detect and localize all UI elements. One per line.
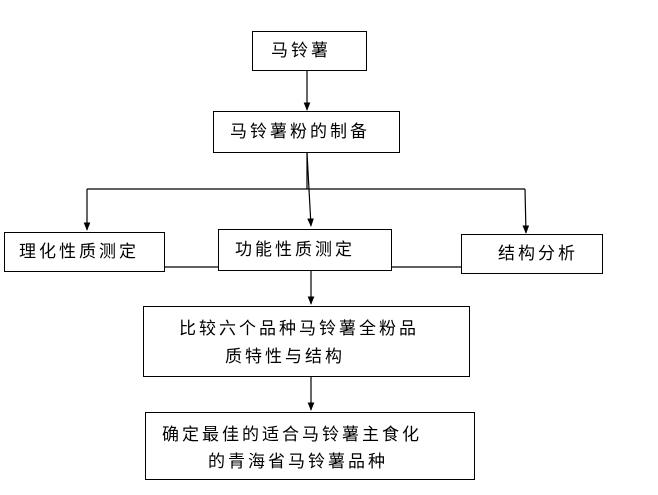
node-physicochemical: 理化性质测定 — [4, 232, 165, 272]
node-compare-line1: 比较六个品种马铃薯全粉品 — [179, 319, 419, 339]
node-structure-label: 结构分析 — [498, 244, 578, 264]
node-functional-label: 功能性质测定 — [235, 240, 355, 260]
node-compare: 比较六个品种马铃薯全粉品 质特性与结构 — [143, 306, 470, 377]
node-flour-preparation-label: 马铃薯粉的制备 — [230, 122, 370, 142]
arrow-to-structure — [522, 188, 530, 234]
node-result-line1: 确定最佳的适合马铃薯主食化 — [162, 425, 422, 445]
node-result-line2: 的青海省马铃薯品种 — [208, 452, 388, 472]
node-potato: 马铃薯 — [252, 31, 367, 71]
node-flour-preparation: 马铃薯粉的制备 — [213, 111, 400, 153]
node-result: 确定最佳的适合马铃薯主食化 的青海省马铃薯品种 — [145, 412, 475, 480]
node-compare-line2: 质特性与结构 — [225, 347, 345, 367]
node-structure: 结构分析 — [461, 234, 603, 274]
node-functional: 功能性质测定 — [218, 229, 392, 271]
arrow-to-functional — [306, 152, 314, 227]
node-potato-label: 马铃薯 — [271, 41, 331, 61]
node-physicochemical-label: 理化性质测定 — [19, 242, 139, 262]
